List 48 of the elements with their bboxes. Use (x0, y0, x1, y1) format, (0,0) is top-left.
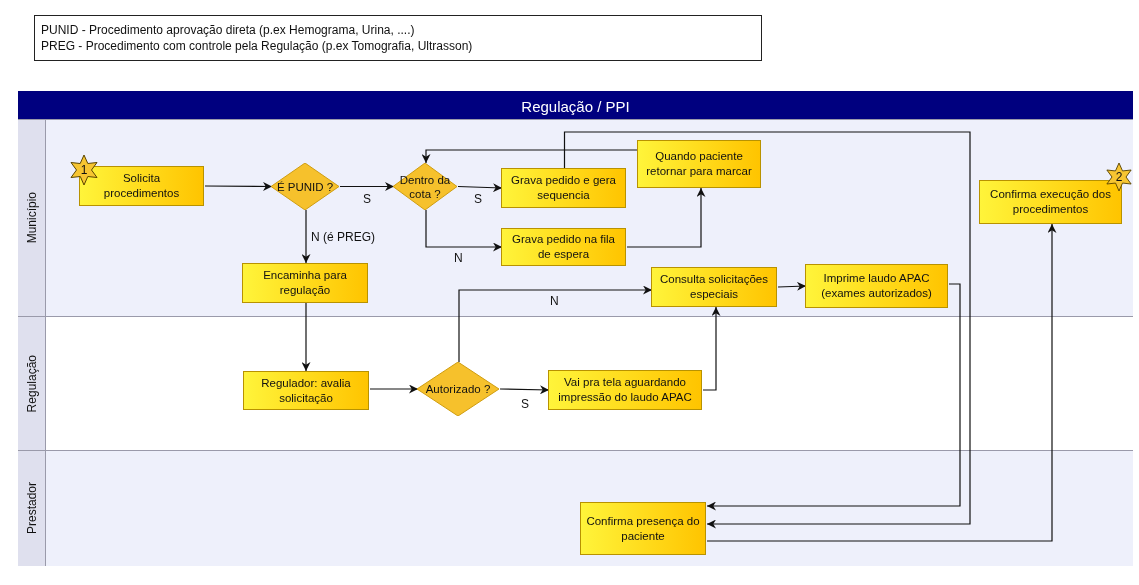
process-box: Grava pedido na fila de espera (501, 228, 626, 266)
process-box: Vai pra tela aguardando impressão do laudo APAC (548, 370, 702, 410)
arrow (499, 385, 550, 395)
arrow (425, 209, 503, 252)
lane-title: Município (24, 192, 39, 244)
process-box: Confirma presença do paciente (580, 502, 706, 555)
arrow (702, 306, 721, 391)
arrow (369, 384, 419, 394)
edge-label: N (453, 251, 464, 265)
arrow (626, 187, 706, 248)
edge-label: N (549, 294, 560, 308)
arrow (563, 131, 971, 529)
decision-diamond: Autorizado ? (417, 362, 499, 416)
swimlane (18, 316, 1133, 450)
pool-title: Regulação / PPI (521, 97, 630, 115)
arrow (457, 183, 503, 193)
arrow (301, 209, 311, 264)
process-box: Consulta solicitações especiais (651, 267, 777, 307)
definition-text: PREG - Procedimento com controle pela Regulação (p.ex Tomografia, Ultrasson) (41, 38, 474, 54)
edge-label: S (362, 192, 372, 206)
swimlane (18, 119, 1133, 316)
callout-number: 2 (1105, 163, 1133, 191)
note-box (34, 15, 762, 61)
arrow (204, 181, 273, 191)
callout-number: 1 (69, 155, 99, 185)
edge-label: S (520, 397, 530, 411)
arrow (706, 283, 961, 511)
edge-label: S (473, 192, 483, 206)
process-box: Imprime laudo APAC (exames autorizados) (805, 264, 948, 308)
process-box: Quando paciente retornar para marcar (637, 140, 761, 188)
edge-label: N (é PREG) (310, 230, 376, 244)
arrow (301, 302, 311, 372)
arrow (421, 149, 639, 164)
arrow (339, 182, 395, 191)
pool-frame (18, 91, 1133, 566)
process-box: Regulador: avalia solicitação (243, 371, 369, 410)
arrow (458, 285, 653, 363)
definition-text: PUNID - Procedimento aprovação direta (p.ex Hemograma, Urina, ....) (41, 22, 416, 38)
lane-title: Regulação (24, 354, 39, 413)
process-box: Encaminha para regulação (242, 263, 368, 303)
arrow (706, 223, 1057, 542)
decision-diamond: Dentro da cota ? (393, 163, 457, 210)
swimlane (18, 450, 1133, 566)
process-box: Confirma execução dos procedimentos (979, 180, 1122, 224)
lane-title: Prestador (24, 482, 39, 535)
arrow (777, 281, 807, 291)
process-box: Grava pedido e gera sequencia (501, 168, 626, 208)
decision-diamond: É PUNID ? (271, 163, 339, 210)
